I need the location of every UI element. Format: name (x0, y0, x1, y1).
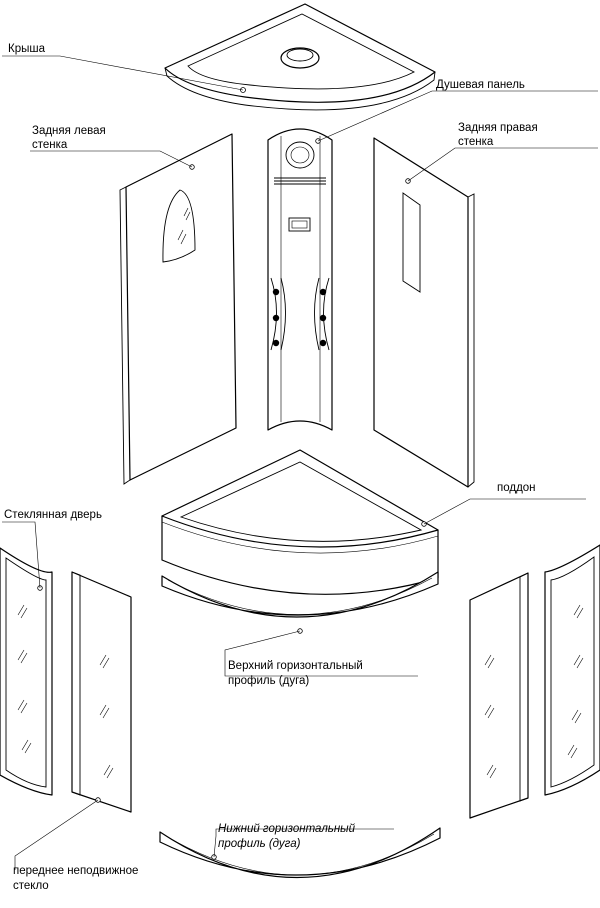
labels: Крыша Душевая панель Задняя левая стенка… (4, 43, 538, 892)
label-glass-door: Стеклянная дверь (4, 509, 102, 521)
label-rear-right-line1: Задняя правая (458, 122, 538, 134)
rear-right-wall-part (373, 137, 475, 488)
label-fixed-glass-line1: переднее неподвижное (13, 865, 138, 877)
upper-arc-profile-part (161, 571, 439, 634)
roof-part (164, 3, 436, 111)
leader-lines (2, 55, 598, 870)
label-lower-profile-line1: Нижний горизонтальный (218, 823, 356, 835)
left-glass-door-part (0, 547, 53, 796)
label-shower-panel: Душевая панель (436, 79, 525, 91)
label-upper-profile-line1: Верхний горизонтальный (228, 660, 363, 672)
right-glass-door-part (544, 544, 600, 796)
lower-arc-profile-part (159, 827, 441, 879)
label-rear-left-line2: стенка (32, 139, 68, 151)
label-rear-right-line2: стенка (458, 136, 494, 148)
label-tray: поддон (497, 482, 536, 494)
label-lower-profile-line2: профиль (дуга) (218, 838, 301, 850)
left-fixed-glass-part (71, 571, 132, 813)
label-fixed-glass-line2: стекло (13, 880, 49, 892)
right-fixed-glass-part (469, 572, 529, 819)
tray-part (161, 449, 439, 595)
label-rear-left-line1: Задняя левая (32, 125, 106, 137)
label-roof: Крыша (8, 43, 46, 55)
shower-panel-part (267, 128, 333, 431)
label-upper-profile-line2: профиль (дуга) (228, 675, 309, 687)
rear-left-wall-part (119, 133, 237, 485)
